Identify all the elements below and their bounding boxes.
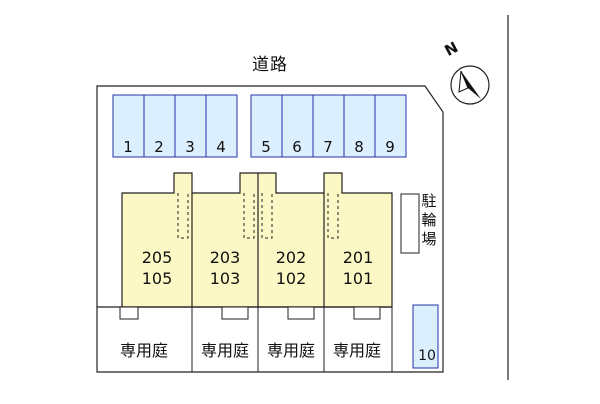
compass-icon [450, 65, 490, 105]
unit-lower: 105 [141, 269, 173, 288]
parking-left-row [112, 94, 238, 158]
parking-slot-label: 2 [154, 138, 164, 156]
parking-slot-label: 6 [292, 138, 302, 156]
unit-upper: 202 [275, 248, 307, 267]
parking-slot-label: 10 [418, 348, 436, 364]
parking-slot-label: 5 [261, 138, 271, 156]
parking-slot-label: 4 [216, 138, 226, 156]
parking-slot-label: 7 [323, 138, 333, 156]
parking-slot-9[interactable] [374, 94, 407, 158]
entry-dashes [177, 193, 339, 239]
unit-lower: 103 [209, 269, 241, 288]
parking-slot-8[interactable] [343, 94, 376, 158]
parking-slot-label: 3 [185, 138, 195, 156]
unit-label: 203 103 [195, 247, 255, 289]
garden-label: 専用庭 [119, 341, 168, 360]
parking-slot-label: 1 [123, 138, 133, 156]
parking-slot-label: 9 [385, 138, 395, 156]
road-label: 道路 [252, 55, 288, 75]
parking-slot-1[interactable] [112, 94, 145, 158]
parking-slot-label: 8 [354, 138, 364, 156]
unit-upper: 205 [141, 248, 173, 267]
parking-slot-2[interactable] [143, 94, 176, 158]
unit-upper: 201 [342, 248, 374, 267]
bike-parking-box [400, 193, 420, 254]
garden-label: 専用庭 [200, 341, 249, 360]
unit-upper: 203 [209, 248, 241, 267]
unit-label: 202 102 [261, 247, 321, 289]
garden-label: 専用庭 [332, 341, 381, 360]
unit-label: 205 105 [127, 247, 187, 289]
garden-label: 専用庭 [266, 341, 315, 360]
parking-slot-3[interactable] [174, 94, 207, 158]
gardens [97, 306, 393, 372]
parking-right-row [250, 94, 407, 158]
unit-label: 201 101 [328, 247, 388, 289]
parking-slot-4[interactable] [205, 94, 238, 158]
building [121, 172, 393, 308]
bike-parking-label: 駐輪場 [421, 192, 437, 248]
parking-slot-7[interactable] [312, 94, 345, 158]
parking-slot-10[interactable] [412, 304, 439, 369]
unit-lower: 101 [342, 269, 374, 288]
unit-lower: 102 [275, 269, 307, 288]
